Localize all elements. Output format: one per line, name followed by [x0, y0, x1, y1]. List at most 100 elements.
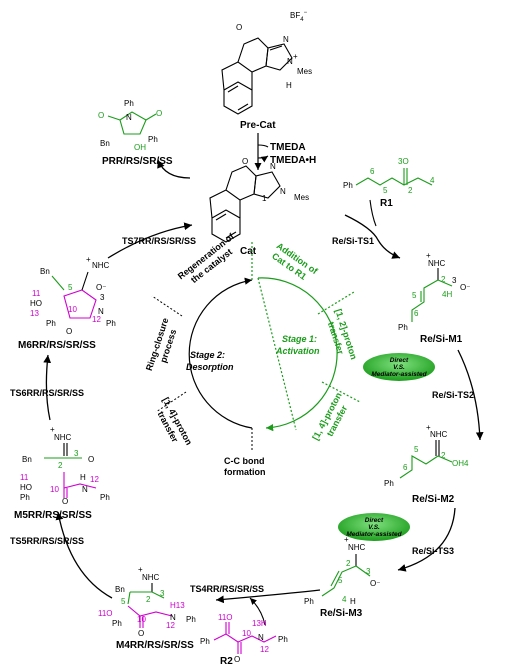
product-o2: O: [156, 109, 162, 118]
product-bn: Bn: [100, 139, 110, 148]
precat-o: O: [236, 23, 242, 32]
m4-label: M4RR/RS/SR/SS: [116, 640, 194, 651]
m4-n12: 12: [166, 621, 175, 630]
m6-ph: Ph: [46, 319, 56, 328]
r2-ph: Ph: [200, 637, 210, 646]
m5-ph2: Ph: [100, 493, 110, 502]
cat-o: O: [242, 157, 248, 166]
m3-plus: +: [344, 535, 349, 544]
cat-n-top: N: [270, 162, 276, 171]
pill-1-line2: V.S.: [393, 364, 405, 371]
m3-label: Re/Si-M3: [320, 608, 363, 619]
arrow-m6-cat: [107, 222, 193, 259]
r2-label: R2: [220, 656, 233, 667]
m4-structure: NHC + Bn 5 2 3 11O 10 Ph O H13 N 12 Ph M…: [98, 565, 196, 651]
r2-nh: 13H: [252, 619, 267, 628]
m5-ph: Ph: [20, 493, 30, 502]
tmeda-reagent: TMEDA: [270, 142, 306, 153]
r2-structure: 11O O Ph 10 13H N 12 Ph R2: [200, 613, 288, 667]
m4-o: O: [138, 629, 144, 638]
precat-label: Pre-Cat: [240, 120, 276, 131]
pill-1-line1: Direct: [390, 357, 409, 364]
stage2-line2: Desorption: [186, 362, 234, 372]
m3-ph: Ph: [304, 597, 314, 606]
product-ph2: Ph: [148, 135, 158, 144]
ts3-label: Re/Si-TS3: [412, 546, 454, 556]
product-o1: O: [98, 111, 104, 120]
m5-nhc: NHC: [54, 433, 72, 442]
r1-ph: Ph: [343, 181, 353, 190]
precat-n-plus: N: [287, 57, 293, 66]
m5-o: O: [88, 455, 94, 464]
product-oh: OH: [134, 143, 146, 152]
cat-label: Cat: [240, 246, 257, 257]
r1-n4: 4: [430, 176, 435, 185]
ts2-label: Re/Si-TS2: [432, 390, 474, 400]
m6-n10: 10: [68, 305, 77, 314]
ts1-label: Re/Si-TS1: [332, 236, 374, 246]
m2-oh4: OH4: [452, 459, 469, 468]
m2-n6: 6: [403, 463, 408, 472]
ts7-label: TS7RR/RS/SR/SS: [122, 236, 196, 246]
m6-n11: 11: [32, 289, 41, 298]
pill-1: Direct V.S. Mediator-assisted: [363, 353, 435, 381]
m1-n2: 2: [441, 275, 446, 284]
m1-n6: 6: [414, 309, 419, 318]
m6-n: N: [98, 307, 104, 316]
m5-plus: +: [50, 425, 55, 434]
pill-2-line2: V.S.: [368, 524, 380, 531]
m6-label: M6RR/RS/SR/SS: [18, 340, 96, 351]
m6-o: O⁻: [96, 283, 106, 292]
m4-n10: 10: [137, 615, 146, 624]
pill-2: Direct V.S. Mediator-assisted: [338, 513, 410, 541]
m3-n4: 4: [342, 595, 347, 604]
step-cc-1: C-C bond: [224, 456, 265, 466]
stage1-line1: Stage 1:: [282, 334, 317, 344]
cat-num1: 1: [262, 194, 267, 203]
m3-n3: 3: [366, 567, 371, 576]
m5-n10: 10: [50, 485, 59, 494]
precat-plus: +: [293, 52, 298, 61]
m6-n13: 13: [30, 309, 39, 318]
pill-2-line1: Direct: [365, 517, 384, 524]
tmeda-product: TMEDA•H: [270, 155, 316, 166]
m6-nhc: NHC: [92, 261, 110, 270]
m6-bn: Bn: [40, 267, 50, 276]
product-structure: Ph N O O Bn Ph OH PRR/RS/SR/SS: [98, 99, 173, 167]
pill-2-line3: Mediator-assisted: [346, 531, 402, 538]
precat-anion: BF4−: [290, 10, 308, 23]
m4-n: N: [170, 613, 176, 622]
cat-mes: Mes: [294, 193, 309, 202]
stage1-line2: Activation: [275, 346, 320, 356]
r2-n12: 12: [260, 645, 269, 654]
m1-label: Re/Si-M1: [420, 334, 463, 345]
m1-n5: 5: [412, 291, 417, 300]
cat-structure: O N N Mes 1 Cat: [209, 157, 309, 257]
r2-o: O: [234, 655, 240, 664]
m5-n12: 12: [90, 475, 99, 484]
arrow-cat-product: [157, 159, 191, 179]
m5-label: M5RR/RS/SR/SS: [14, 510, 92, 521]
m5-n3: 3: [74, 449, 79, 458]
m4-bn: Bn: [115, 585, 125, 594]
r1-n2: 2: [408, 186, 413, 195]
r2-n: N: [258, 633, 264, 642]
catalytic-cycle: Stage 1: Activation Stage 2: Desorption …: [144, 231, 361, 477]
m2-structure: NHC + 2 OH4 5 6 Ph Re/Si-M2: [384, 423, 469, 505]
cat-n: N: [280, 187, 286, 196]
m5-n11: 11: [20, 473, 29, 482]
m6-n5: 5: [68, 283, 73, 292]
m1-plus: +: [426, 251, 431, 260]
m4-plus: +: [138, 565, 143, 574]
arrow-m3-m4: [215, 589, 321, 604]
tmeda-step: TMEDA TMEDA•H: [254, 133, 316, 170]
r1-n6: 6: [370, 167, 375, 176]
m6-o2: O: [66, 327, 72, 336]
m2-nhc: NHC: [430, 430, 448, 439]
product-n: N: [126, 113, 132, 122]
arrow-m1-m2: [457, 349, 484, 441]
arrow-cat-m1: [344, 214, 401, 259]
precat-h: H: [286, 81, 292, 90]
